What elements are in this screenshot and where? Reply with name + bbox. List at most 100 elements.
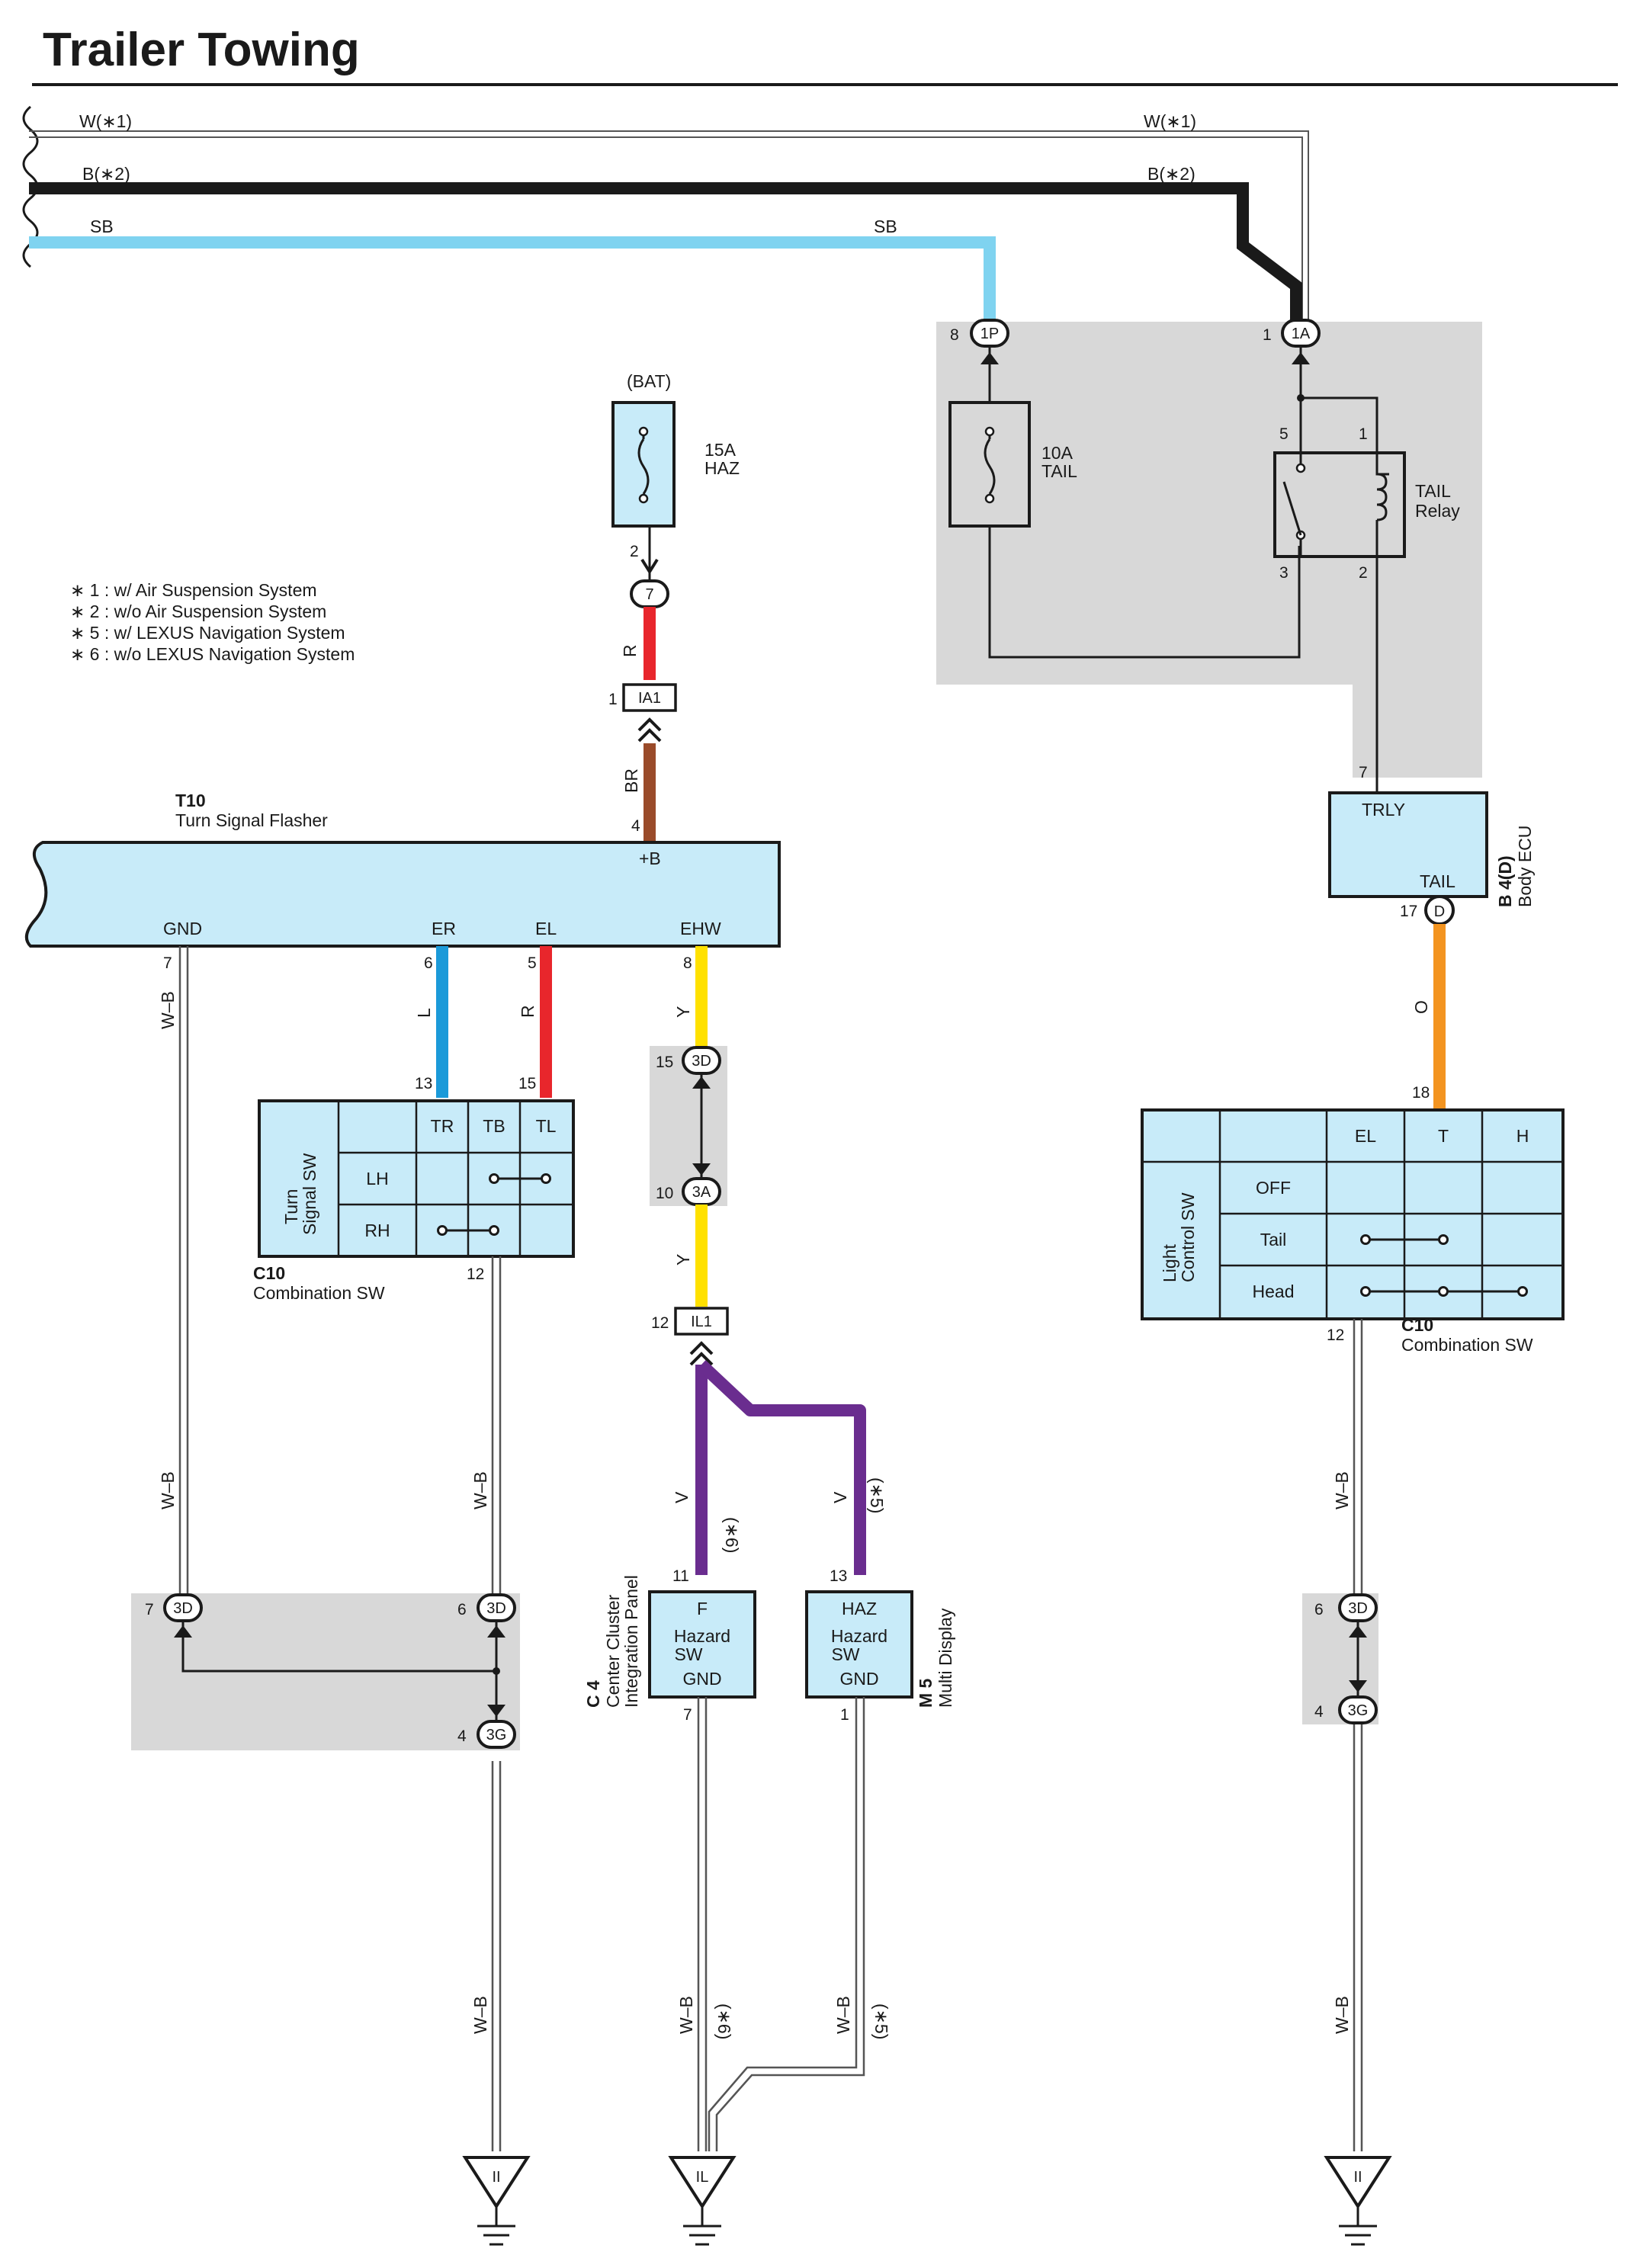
connector-3g-4 — [477, 1720, 516, 1749]
fuse-haz-arrow — [640, 558, 659, 575]
wire-wb-c4-m5 — [697, 1697, 865, 2151]
wire-w1 — [29, 130, 1309, 320]
connector-3g-r4-label: 3G — [1348, 1702, 1369, 1719]
wire-label-o: O — [1411, 1000, 1431, 1014]
multi-display-pin-gnd: 1 — [840, 1706, 849, 1724]
fuse-haz-rating: 15A — [704, 440, 737, 460]
connector-3g-r4-pin: 4 — [1314, 1703, 1324, 1721]
ground-il: IL — [668, 2156, 737, 2246]
turn-sw-label1: Turn — [281, 1189, 301, 1224]
connector-3g-4-pin: 4 — [457, 1727, 467, 1745]
connector-il1 — [674, 1307, 729, 1336]
light-sw-row-tail: Tail — [1260, 1230, 1287, 1249]
center-cluster-l2: SW — [674, 1644, 702, 1664]
flasher-pin-b: 4 — [631, 817, 640, 835]
light-sw-label1: Light — [1160, 1244, 1179, 1282]
relay-feed-dot — [1297, 394, 1305, 402]
notes: ∗ 1 : w/ Air Suspension System ∗ 2 : w/o… — [70, 580, 355, 664]
connector-3a-10-label: 3A — [692, 1184, 711, 1201]
light-sw-table: EL T H OFF Tail Head Light Control SW — [1141, 1108, 1565, 1320]
center-cluster-name1: Center Cluster — [603, 1594, 623, 1708]
turn-sw-col-tr: TR — [431, 1116, 454, 1136]
connector-3d-15-pin: 15 — [656, 1054, 673, 1071]
connector-ecu-d-pin: 17 — [1400, 903, 1417, 920]
ground-ii-left: II — [462, 2156, 531, 2246]
fuse-tail-rating: 10A — [1041, 443, 1074, 463]
fuse-tail-terminal-bottom — [984, 493, 995, 504]
wire-label-w1-left: W(∗1) — [79, 111, 132, 131]
wire-label-sb-right: SB — [874, 217, 897, 236]
wire-sb — [29, 236, 996, 320]
flasher-box — [24, 841, 781, 948]
flasher-pin-ehw: 8 — [683, 954, 692, 972]
wire-label-wb-left-low: W–B — [158, 1471, 178, 1509]
wire-label-r-haz: R — [620, 644, 640, 657]
connector-3g-r4 — [1338, 1695, 1378, 1724]
connector-1p-label: 1P — [980, 326, 999, 342]
connector-il1-chevrons — [689, 1341, 714, 1366]
connector-ecu-d-label: D — [1434, 903, 1445, 920]
connector-il1-label: IL1 — [691, 1314, 712, 1330]
relay-switch-arm — [1282, 481, 1302, 536]
multi-display-top: HAZ — [842, 1599, 877, 1618]
wire-label-w1-right: W(∗1) — [1144, 111, 1196, 131]
center-cluster-box — [648, 1590, 756, 1699]
multi-display-code: M 5 — [916, 1678, 936, 1708]
wire-label-wb-c10: W–B — [470, 1471, 490, 1509]
light-sw-col-t: T — [1438, 1126, 1449, 1146]
flasher-pin-el: 5 — [528, 954, 537, 972]
wire-label-wb6: W–B — [676, 1996, 696, 2034]
flasher-pin-er: 6 — [424, 954, 433, 972]
relay-pin2: 2 — [1359, 564, 1368, 582]
relay-box — [1273, 451, 1406, 558]
multi-display-name: Multi Display — [936, 1608, 955, 1708]
fuse-haz-source: (BAT) — [627, 371, 671, 391]
connector-ia1-chevrons — [637, 717, 662, 743]
center-cluster-l1: Hazard — [674, 1626, 730, 1646]
body-ecu-pin-trly: 7 — [1359, 764, 1368, 781]
turn-sw-pin-gnd: 12 — [467, 1266, 484, 1283]
fuse-tail-name: TAIL — [1041, 461, 1077, 481]
junction-block-shade — [936, 322, 1482, 778]
wire-label-v5: V — [830, 1491, 850, 1503]
connector-1p-pin: 8 — [950, 326, 959, 344]
turn-sw-table: TR TB TL LH RH Turn Signal SW — [258, 1099, 575, 1258]
turn-sw-contacts — [437, 1173, 551, 1236]
light-sw-row-head: Head — [1253, 1282, 1295, 1301]
center-cluster-pin-gnd: 7 — [683, 1706, 692, 1724]
connector-7-label: 7 — [645, 586, 653, 603]
flasher-name: Turn Signal Flasher — [175, 810, 328, 830]
page-title: Trailer Towing — [43, 24, 360, 76]
turn-sw-label2: Signal SW — [300, 1153, 319, 1235]
multi-display-l1: Hazard — [831, 1626, 887, 1646]
turn-sw-name: Combination SW — [253, 1283, 385, 1303]
connector-3g-4-label: 3G — [486, 1727, 507, 1744]
center-cluster-pin-in: 11 — [672, 1567, 689, 1585]
wire-label-wb-gnd: W–B — [158, 991, 178, 1029]
ground-ii-left-label: II — [492, 2169, 500, 2186]
turn-sw-pin-tr: 13 — [415, 1075, 432, 1092]
center-cluster-code: C 4 — [583, 1680, 603, 1708]
wire-label-r-el: R — [518, 1005, 538, 1018]
flasher-pin-gnd: 7 — [163, 954, 172, 972]
note-2: ∗ 2 : w/o Air Suspension System — [70, 601, 326, 621]
connector-1a-label: 1A — [1292, 326, 1311, 342]
wire-wb-light-sw — [1353, 1319, 1363, 2151]
flasher-label-gnd: GND — [163, 919, 202, 938]
relay-pin1: 1 — [1359, 425, 1368, 443]
center-cluster-gnd: GND — [682, 1669, 721, 1689]
wire-label-wb-ecu: W–B — [1332, 1471, 1352, 1509]
connector-ia1-pin: 1 — [608, 691, 618, 708]
flasher-label-el: EL — [535, 919, 557, 938]
relay-pin3: 3 — [1279, 564, 1289, 582]
wire-v5 — [697, 1360, 866, 1575]
wire-b2 — [29, 182, 1302, 320]
fuse-tail-terminal-top — [984, 426, 995, 437]
relay-coil — [1375, 453, 1389, 557]
connector-3d-7-label: 3D — [173, 1600, 193, 1617]
wire-label-v5-note: (∗5) — [867, 1477, 887, 1513]
wire-label-wb6-note: (∗6) — [714, 2003, 734, 2039]
wire-label-br: BR — [621, 768, 641, 793]
fuse-haz-terminal-top — [638, 426, 649, 437]
